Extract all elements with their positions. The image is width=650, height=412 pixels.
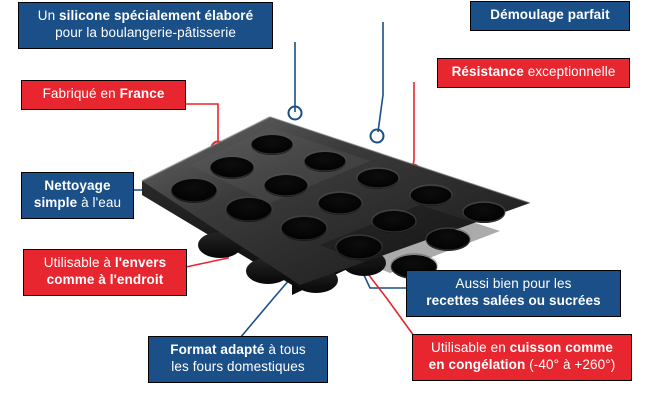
callout-recettes-line2: recettes salées ou sucrées bbox=[426, 292, 601, 308]
callout-nettoyage[interactable]: Nettoyage simple à l'eau bbox=[21, 172, 134, 219]
callout-resistance[interactable]: Résistance exceptionnelle bbox=[437, 58, 630, 88]
callout-envers-line1: Utilisable à l'envers bbox=[43, 255, 167, 270]
callout-recettes-line1: Aussi bien pour les bbox=[455, 276, 572, 291]
callout-cuisson-congelation[interactable]: Utilisable en cuisson comme en congélati… bbox=[412, 334, 632, 381]
callout-fabrique-line1: Fabriqué en France bbox=[42, 86, 165, 101]
callout-cuisson-line1: Utilisable en cuisson comme bbox=[430, 340, 614, 355]
callout-fabrique-france[interactable]: Fabriqué en France bbox=[21, 80, 186, 110]
callout-format-line2: les fours domestiques bbox=[171, 358, 305, 374]
callout-envers-endroit[interactable]: Utilisable à l'envers comme à l'endroit bbox=[23, 249, 187, 296]
product-image-silicone-tray bbox=[120, 95, 540, 310]
callout-nettoyage-line1: Nettoyage bbox=[44, 178, 111, 193]
callout-demoulage-line1: Démoulage parfait bbox=[490, 7, 610, 22]
callout-silicone[interactable]: Un silicone spécialement élaboré pour la… bbox=[18, 2, 273, 49]
callout-envers-line2: comme à l'endroit bbox=[46, 271, 164, 287]
callout-demoulage[interactable]: Démoulage parfait bbox=[470, 1, 630, 31]
callout-resistance-line1: Résistance exceptionnelle bbox=[451, 64, 616, 79]
callout-cuisson-line2: en congélation (-40° à +260°) bbox=[428, 356, 616, 372]
callout-format[interactable]: Format adapté à tous les fours domestiqu… bbox=[148, 336, 328, 383]
callout-silicone-line2: pour la boulangerie-pâtisserie bbox=[55, 24, 236, 40]
callout-recettes[interactable]: Aussi bien pour les recettes salées ou s… bbox=[406, 270, 621, 317]
callout-format-line1: Format adapté à tous bbox=[170, 342, 306, 357]
callout-nettoyage-line2: simple à l'eau bbox=[33, 194, 122, 210]
callout-silicone-line1: Un silicone spécialement élaboré bbox=[37, 8, 254, 23]
